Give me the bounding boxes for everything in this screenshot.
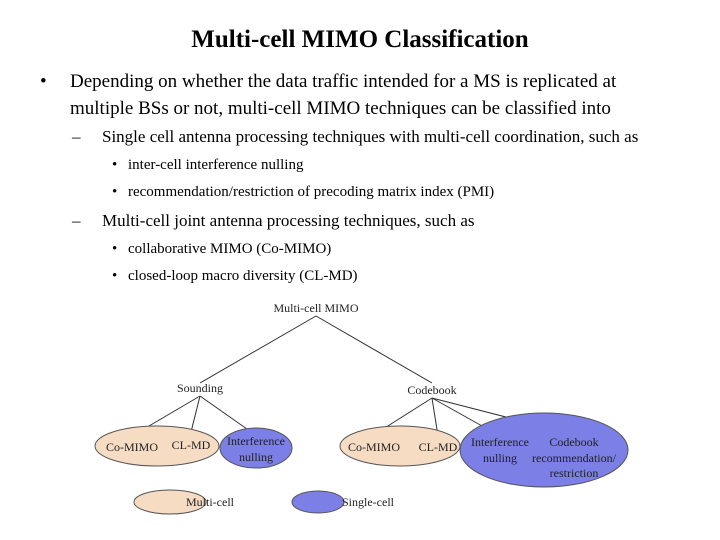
dash-marker: – bbox=[72, 211, 81, 230]
right-codebook-label-1: Codebook bbox=[549, 435, 598, 449]
edge-codebook-clmd bbox=[431, 397, 439, 437]
group-2-item-1-text: collaborative MIMO (Co-MIMO) bbox=[128, 241, 332, 257]
right-clmd-label: CL-MD bbox=[419, 440, 458, 454]
right-single-cell-ellipse bbox=[459, 412, 629, 488]
left-clmd-label: CL-MD bbox=[172, 438, 211, 452]
left-single-cell-ellipse bbox=[219, 427, 293, 469]
sub-marker: • bbox=[112, 157, 118, 173]
right-nulling-label-2: nulling bbox=[483, 451, 517, 465]
legend-multi-cell-swatch bbox=[133, 489, 207, 515]
main-bullet-text: Depending on whether the data traffic in… bbox=[70, 71, 617, 119]
sub-marker: • bbox=[112, 268, 118, 284]
bullet-marker: • bbox=[40, 71, 47, 92]
edge-root-sounding bbox=[199, 315, 317, 384]
group-1-label: Single cell antenna processing technique… bbox=[102, 127, 639, 146]
right-comimo-label: Co-MIMO bbox=[348, 440, 400, 454]
right-codebook-label-3: restriction bbox=[550, 466, 599, 480]
group-2-item-2-text: closed-loop macro diversity (CL-MD) bbox=[128, 268, 358, 284]
sub-marker: • bbox=[112, 241, 118, 257]
group-2-label: Multi-cell joint antenna processing tech… bbox=[102, 211, 475, 230]
edge-root-codebook bbox=[315, 315, 433, 384]
group-1-item-1-text: inter-cell interference nulling bbox=[128, 157, 304, 173]
legend-single-cell-swatch bbox=[291, 490, 345, 514]
node-root: Multi-cell MIMO bbox=[274, 301, 359, 315]
left-comimo-label: Co-MIMO bbox=[106, 440, 158, 454]
legend-multi-cell-label: Multi-cell bbox=[186, 495, 235, 509]
sub-marker: • bbox=[112, 184, 118, 200]
edge-sounding-nulling bbox=[199, 395, 255, 435]
right-codebook-label-2: recommendation/ bbox=[532, 451, 617, 465]
left-multi-cell-ellipse bbox=[94, 425, 220, 467]
node-sounding: Sounding bbox=[177, 381, 223, 395]
slide-title: Multi-cell MIMO Classification bbox=[191, 26, 529, 53]
left-nulling-label-2: nulling bbox=[239, 450, 273, 464]
legend-single-cell-label: Single-cell bbox=[342, 495, 395, 509]
left-nulling-label-1: Interference bbox=[227, 434, 285, 448]
group-1-item-2-text: recommendation/restriction of precoding … bbox=[128, 184, 495, 200]
dash-marker: – bbox=[72, 127, 81, 146]
right-nulling-label-1: Interference bbox=[471, 435, 529, 449]
node-codebook: Codebook bbox=[407, 383, 456, 397]
